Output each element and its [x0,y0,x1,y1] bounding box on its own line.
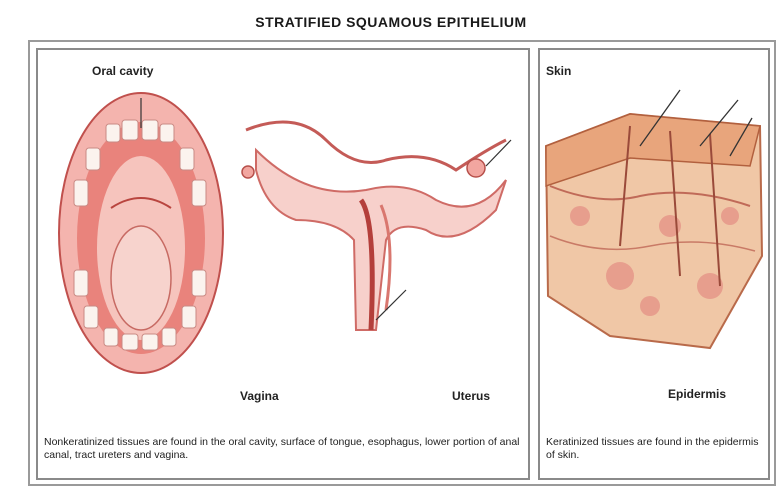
label-uterus: Uterus [452,389,490,403]
skin-cross-section-illustration [540,86,768,358]
label-vagina: Vagina [240,389,279,403]
label-oral-cavity: Oral cavity [92,64,153,78]
uterus-vagina-illustration [236,110,520,350]
caption-keratinized: Keratinized tissues are found in the epi… [546,436,762,462]
caption-nonkeratinized: Nonkeratinized tissues are found in the … [44,436,520,462]
oral-cavity-illustration [56,88,226,378]
label-skin: Skin [546,64,571,78]
label-epidermis: Epidermis [668,387,726,401]
diagram-title: STRATIFIED SQUAMOUS EPITHELIUM [0,14,782,30]
